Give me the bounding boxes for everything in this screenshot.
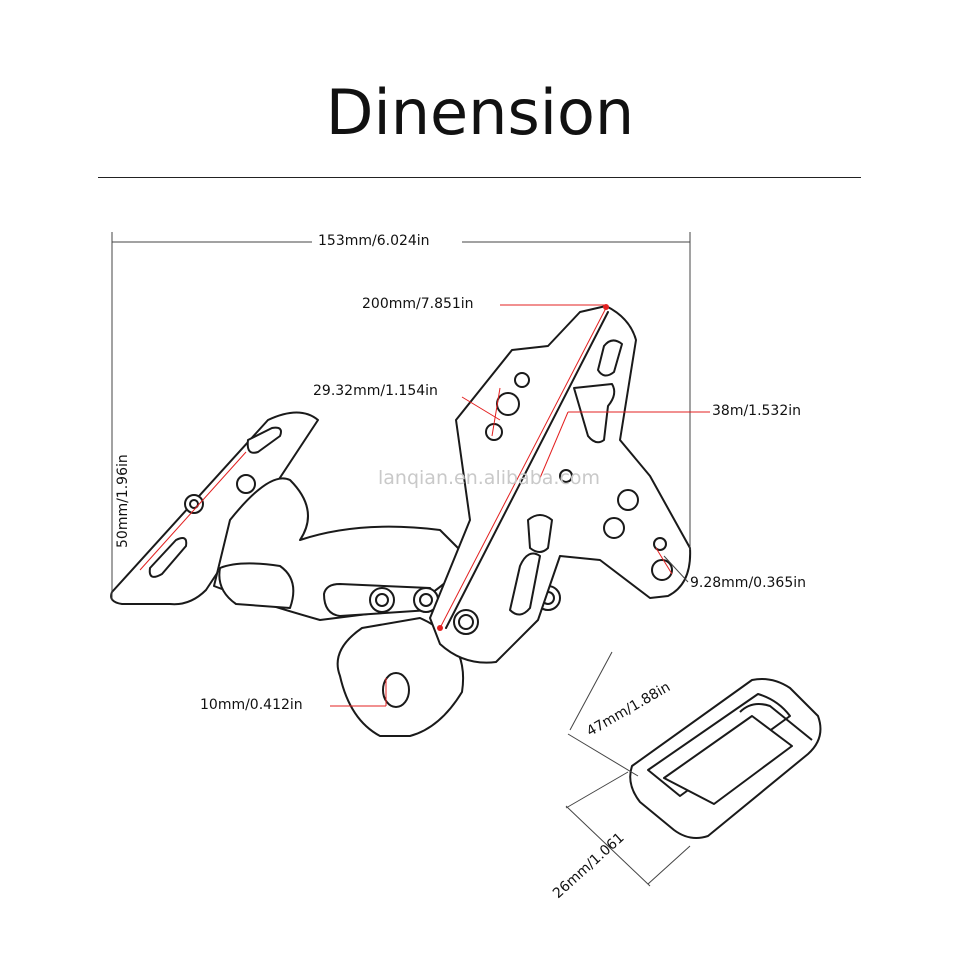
label-overall-width: 153mm/6.024in bbox=[318, 233, 430, 249]
left-plate-hole-1 bbox=[236, 474, 256, 494]
label-arm-length: 200mm/7.851in bbox=[362, 296, 474, 312]
arm-hole-4 bbox=[617, 489, 639, 511]
arm-hole-2 bbox=[496, 392, 520, 416]
gray-dimensions bbox=[111, 232, 691, 887]
title-divider bbox=[98, 177, 861, 178]
light-width-line-b bbox=[647, 845, 691, 885]
tail-light-lens bbox=[663, 715, 793, 805]
left-plate-slot-lower bbox=[148, 537, 188, 578]
hole-spacing-line bbox=[491, 387, 501, 437]
main-arm-slot-2 bbox=[573, 383, 616, 444]
left-plate-slot-upper bbox=[246, 426, 282, 454]
label-mount-height: 50mm/1.96in bbox=[115, 454, 131, 548]
arm-hole-6 bbox=[653, 537, 667, 551]
arm-length-dot-bottom bbox=[437, 625, 443, 631]
center-bolt-2-inner bbox=[419, 593, 433, 607]
hole-spacing-leader bbox=[461, 396, 501, 421]
red-dimension-dots bbox=[437, 304, 609, 631]
arm-hole-1 bbox=[514, 372, 530, 388]
left-plate-hole-2-inner bbox=[189, 499, 199, 509]
label-hole-spacing: 29.32mm/1.154in bbox=[313, 383, 438, 399]
page-title: Dinension bbox=[325, 76, 635, 149]
tail-light bbox=[629, 678, 822, 839]
left-arm-cutout bbox=[218, 562, 295, 609]
main-arm-slot-4 bbox=[527, 514, 553, 553]
watermark: lanqian.en.alibaba.com bbox=[378, 467, 601, 489]
light-width-line-a bbox=[565, 771, 629, 809]
arm-width-line bbox=[539, 411, 569, 479]
bracket-drawing bbox=[110, 305, 692, 737]
center-bolt-1-inner bbox=[375, 593, 389, 607]
light-length-line bbox=[567, 733, 639, 777]
tail-light-tab bbox=[739, 703, 813, 741]
light-length-ext bbox=[569, 651, 613, 731]
light-width-ext bbox=[565, 805, 651, 887]
label-arm-width: 38m/1.532in bbox=[712, 403, 802, 419]
clamp-bolt-hole bbox=[382, 672, 410, 708]
main-arm-inner-edge bbox=[445, 311, 609, 629]
red-dimensions bbox=[139, 304, 710, 707]
arm-pivot-bolt-inner bbox=[458, 614, 474, 630]
small-hole-red bbox=[655, 547, 673, 575]
arm-length-dot-top bbox=[603, 304, 609, 310]
arm-bolt-small bbox=[559, 469, 573, 483]
label-bolt-hole: 10mm/0.412in bbox=[200, 697, 303, 713]
main-arm-slot-3 bbox=[509, 552, 541, 616]
arm-length-line bbox=[439, 307, 607, 629]
small-hole-leader bbox=[663, 555, 689, 583]
mount-height-line bbox=[139, 451, 247, 571]
label-small-hole: 9.28mm/0.365in bbox=[690, 575, 807, 591]
main-arm-slot-1 bbox=[597, 339, 623, 377]
arm-hole-5 bbox=[603, 517, 625, 539]
